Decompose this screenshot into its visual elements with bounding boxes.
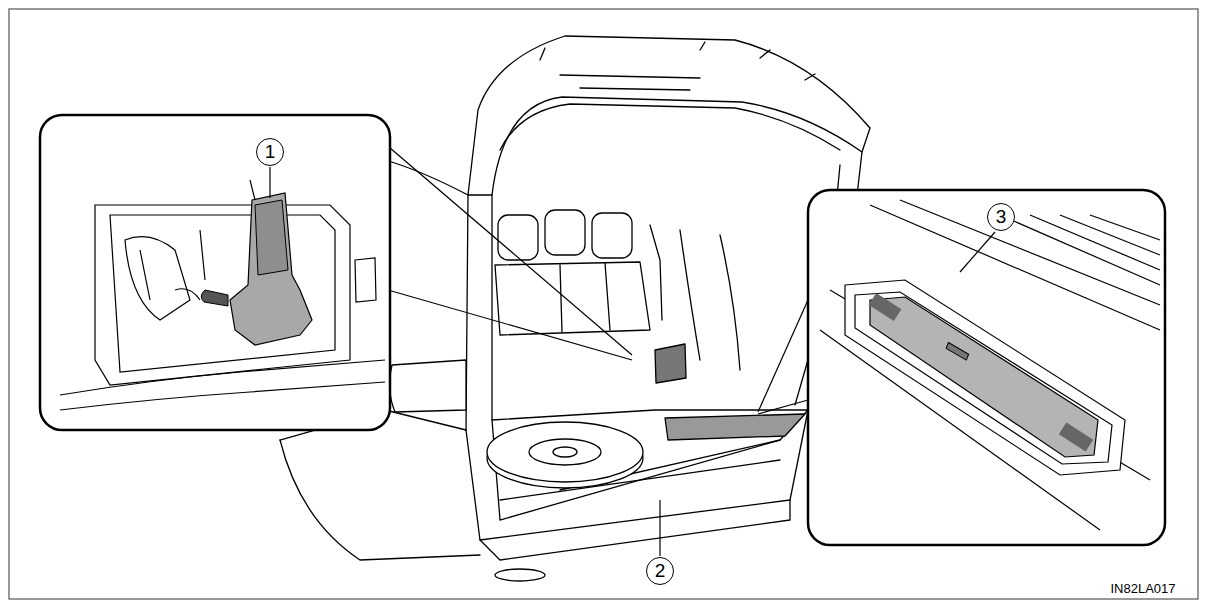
outer-frame: [9, 9, 1198, 599]
callout-number: 1: [256, 138, 284, 166]
tool-tray-inset: [808, 190, 1165, 545]
figure-code: IN82LA017: [1108, 581, 1177, 596]
jack-inset: [40, 115, 390, 430]
zoom-lines: [355, 118, 808, 414]
callout-number: 2: [646, 557, 674, 585]
leader-line: [659, 500, 660, 556]
callout-number: 3: [987, 203, 1015, 231]
